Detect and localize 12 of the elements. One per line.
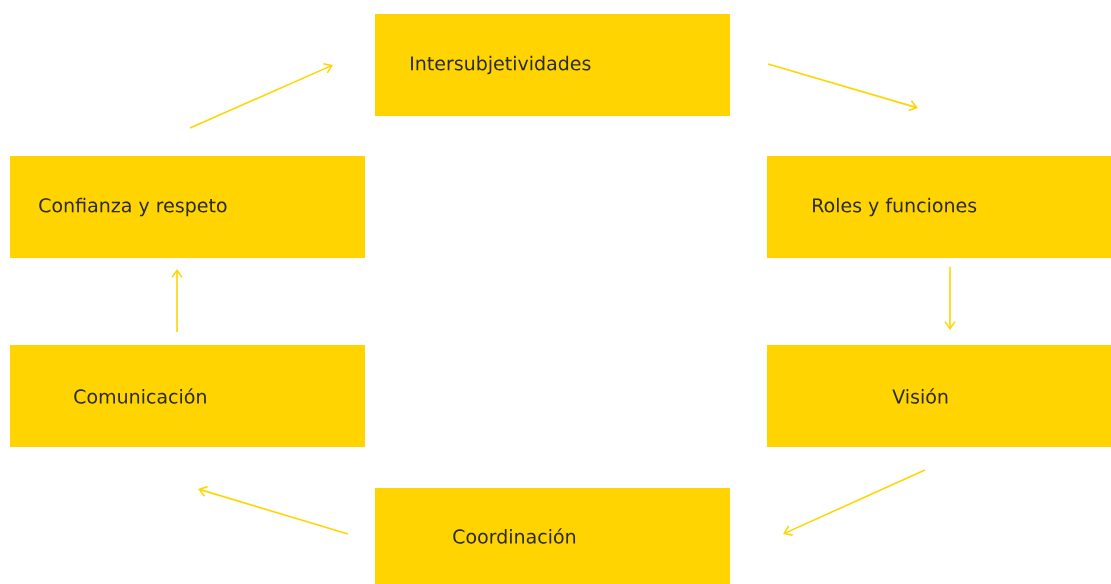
process-box: Roles y funciones <box>767 156 1111 258</box>
process-box: Comunicación <box>10 345 365 447</box>
process-box: Confianza y respeto <box>10 156 365 258</box>
arrow <box>944 266 956 330</box>
arrow <box>783 469 926 536</box>
arrow <box>189 63 333 129</box>
arrow <box>171 269 183 333</box>
arrow <box>767 63 918 112</box>
process-box: Visión <box>767 345 1111 447</box>
process-box: Coordinación <box>375 488 730 584</box>
arrow <box>198 485 349 535</box>
process-box: Intersubjetividades <box>375 14 730 116</box>
